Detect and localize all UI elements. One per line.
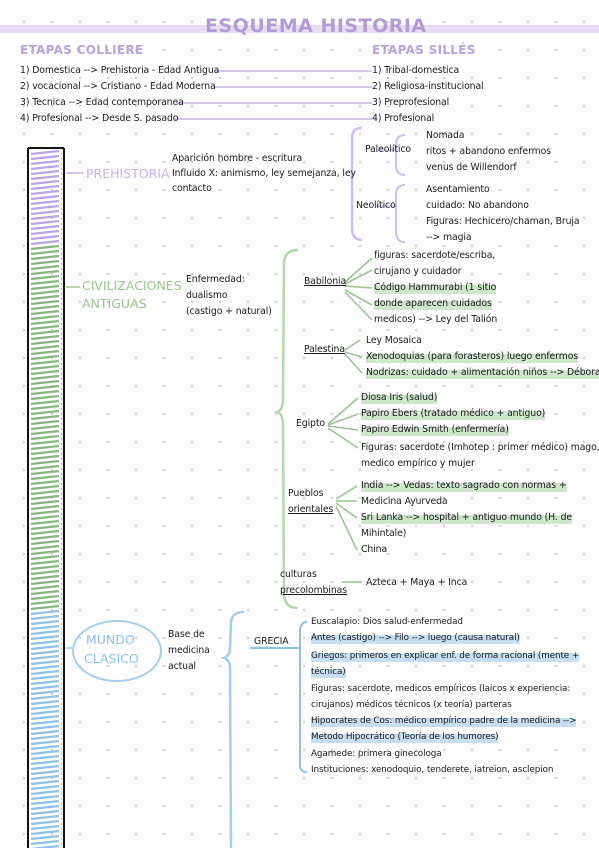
page-title: ESQUEMA HISTORIA [205, 15, 427, 37]
precolombinas-label-2: precolombinas [280, 585, 347, 596]
prehistoria-desc: Aparición hombre - escritura [172, 153, 303, 164]
egipto-item: Diosa Iris (salud) [361, 390, 437, 406]
silles-item: 3) Preprofesional [372, 97, 450, 108]
precolombinas-item: Azteca + Maya + Inca [366, 577, 468, 588]
section-civilizaciones-2: ANTIGUAS [82, 296, 147, 311]
babilonia-item: medicos) --> Ley del Talión [374, 314, 498, 325]
palestina-item: Nodrizas: cuidado + alimentación niños -… [366, 365, 599, 381]
grecia-item: Griegos: primeros en explicar enf. de fo… [311, 648, 579, 664]
grecia-label: GRECIA [254, 636, 289, 647]
prehistoria-desc: contacto [172, 183, 212, 194]
egipto-item: Papiro Edwin Smith (enfermería) [361, 422, 509, 438]
colliere-heading: ETAPAS COLLIERE [20, 43, 144, 57]
orientales-label-2: orientales [288, 504, 334, 515]
neolitico-label: Neolítico [356, 200, 396, 211]
egipto-item: medico empírico y mujer [361, 458, 475, 469]
colliere-item: 2) vocacional --> Cristiano - Edad Moder… [20, 81, 216, 92]
section-mundo-clasico-2: CLASICO [84, 651, 139, 666]
palestina-item: Xenodoquias (para forasteros) luego enfe… [366, 349, 578, 365]
grecia-item: Agamede: primera ginecologa [311, 749, 442, 759]
neolitico-item: Asentamiento [426, 184, 490, 195]
section-prehistoria: PREHISTORIA [86, 166, 170, 181]
neolitico-item: Figuras: Hechicero/chaman, Bruja [426, 216, 580, 227]
babilonia-item: Código Hammurabi (1 sitio [374, 280, 496, 296]
babilonia-item: donde aparecen cuidados [374, 296, 492, 312]
paleolitico-label: Paleolítico [365, 144, 411, 155]
section-mundo-clasico: MUNDO [86, 632, 135, 647]
orientales-label: Pueblos [288, 488, 324, 499]
orientales-item: India --> Vedas: texto sagrado con norma… [361, 478, 567, 494]
paleolitico-item: ritos + abandono enfermos [426, 146, 551, 157]
mundo-desc: Base de [168, 629, 205, 640]
grecia-item: Euscalapio: Dios salud-enfermedad [311, 617, 463, 627]
neolitico-item: cuidado: No abandono [426, 200, 529, 211]
neolitico-item: --> magia [426, 232, 472, 243]
colliere-item: 1) Domestica --> Prehistoria - Edad Anti… [20, 65, 220, 76]
palestina-item: Ley Mosaica [366, 335, 422, 346]
section-civilizaciones: CIVILIZACIONES [82, 278, 182, 293]
orientales-item: Mihintale) [361, 528, 407, 539]
egipto-item: Figuras: sacerdote (Imhotep : primer méd… [361, 442, 599, 453]
grecia-item: Antes (castigo) --> Filo --> luego (caus… [311, 630, 520, 646]
babilonia-item: cirujano y cuidador [374, 266, 462, 277]
mundo-clasico-oval [72, 620, 162, 682]
palestina-label: Palestina [304, 344, 345, 355]
precolombinas-label: culturas [280, 569, 317, 580]
silles-item: 1) Tribal-domestica [372, 65, 460, 76]
title-highlight [0, 25, 599, 33]
mundo-desc: actual [168, 661, 197, 672]
silles-item: 2) Religiosa-institucional [372, 81, 484, 92]
egipto-item: Papiro Ebers (tratado médico + antiguo) [361, 406, 545, 422]
silles-heading: ETAPAS SILLÉS [372, 43, 476, 57]
silles-item: 4) Profesional [372, 113, 435, 124]
paleolitico-item: venus de Willendorf [426, 162, 517, 173]
grecia-item: Hipocrates de Cos: médico empírico padre… [311, 713, 576, 729]
grecia-item: Instituciones: xenodoquio, tenderete, ia… [311, 765, 554, 775]
colliere-item: 4) Profesional --> Desde S. pasado [20, 113, 179, 124]
babilonia-item: figuras: sacerdote/escriba, [374, 250, 496, 261]
timeline-bar-mundo-clasico [30, 610, 62, 848]
grecia-item: Metodo Hipocrático (Teoría de los humore… [311, 729, 499, 745]
orientales-item: Medicina Ayurveda [361, 496, 448, 507]
civilizaciones-desc: Enfermedad: [186, 274, 245, 285]
grecia-item: Figuras: sacerdote, medicos empíricos (l… [311, 684, 571, 694]
mundo-desc: medicina [168, 645, 210, 656]
civilizaciones-desc: dualismo [186, 290, 228, 301]
orientales-item: Sri Lanka --> hospital + antiguo mundo (… [361, 510, 572, 526]
grecia-item: cirujanos) médicos técnicos (x teoría) p… [311, 700, 512, 710]
grecia-item: técnica) [311, 664, 346, 680]
paleolitico-item: Nomada [426, 130, 465, 141]
orientales-item: China [361, 544, 388, 555]
egipto-label: Egipto [296, 418, 325, 429]
civilizaciones-desc: (castigo + natural) [186, 306, 272, 317]
colliere-item: 3) Tecnica --> Edad contemporanea [20, 97, 184, 108]
prehistoria-desc: Influido X: animismo, ley semejanza, ley [172, 168, 356, 179]
babilonia-label: Babilonia [304, 276, 347, 287]
timeline-bar-prehistoria [30, 150, 62, 245]
timeline-bar-civilizaciones [30, 245, 62, 610]
